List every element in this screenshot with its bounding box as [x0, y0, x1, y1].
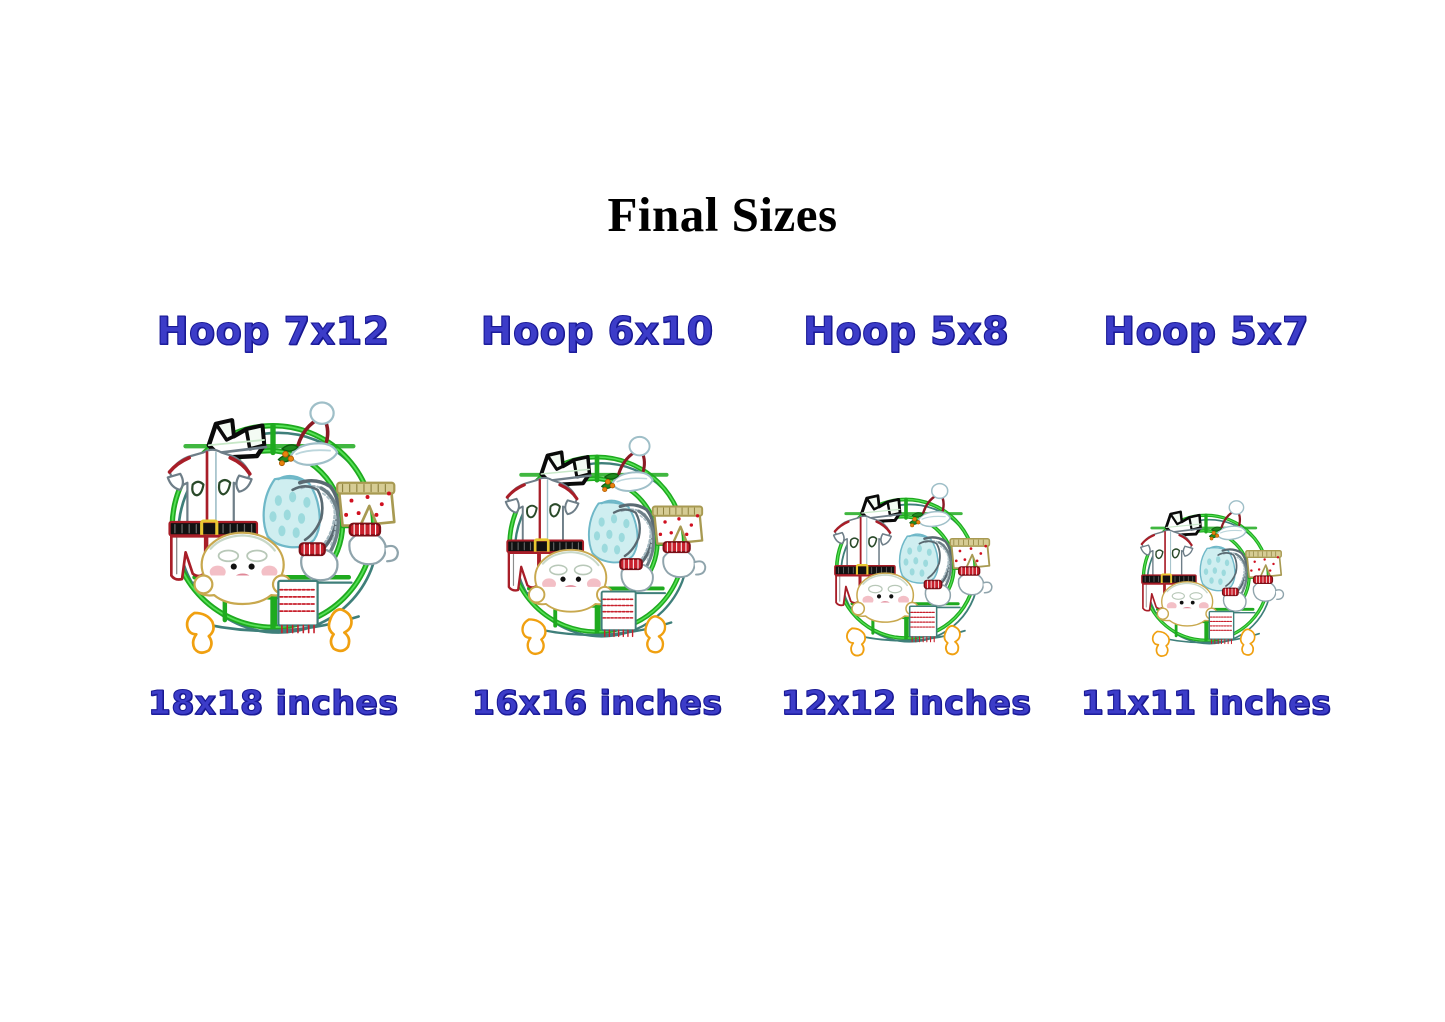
hoop-label-container-0: Hoop 7x12	[156, 300, 390, 362]
design-artwork-3	[1111, 362, 1301, 662]
wreath-design-svg-1	[481, 426, 713, 662]
inches-label-0: 18x18 inches	[147, 682, 399, 722]
size-variants-row: Hoop 7x12 18x18 inches Hoop 6x10 16x16 i…	[108, 300, 1358, 740]
wreath-design-svg-2	[831, 481, 994, 658]
hoop-label-0: Hoop 7x12	[156, 309, 390, 353]
hoop-label-container-2: Hoop 5x8	[803, 300, 1009, 362]
size-variant-2: Hoop 5x8 12x12 inches	[756, 300, 1056, 730]
design-artwork-0	[123, 362, 423, 662]
hoop-label-container-3: Hoop 5x7	[1103, 300, 1309, 362]
inches-label-1: 16x16 inches	[471, 682, 723, 722]
inches-label-container-1: 16x16 inches	[471, 674, 723, 730]
inches-label-2: 12x12 inches	[780, 682, 1032, 722]
inches-label-container-2: 12x12 inches	[780, 674, 1032, 730]
inches-label-container-0: 18x18 inches	[147, 674, 399, 730]
design-artwork-2	[799, 362, 1014, 662]
wreath-design-svg-3	[1139, 499, 1286, 658]
inches-label-container-3: 11x11 inches	[1080, 674, 1332, 730]
page-title: Final Sizes	[607, 187, 838, 242]
design-artwork-1	[467, 362, 727, 662]
wreath-design-svg-0	[139, 390, 407, 662]
size-variant-3: Hoop 5x7 11x11 inches	[1056, 300, 1356, 730]
hoop-label-1: Hoop 6x10	[480, 309, 714, 353]
size-variant-0: Hoop 7x12 18x18 inches	[108, 300, 438, 730]
size-variant-1: Hoop 6x10 16x16 inches	[438, 300, 756, 730]
inches-label-3: 11x11 inches	[1080, 682, 1332, 722]
hoop-label-container-1: Hoop 6x10	[480, 300, 714, 362]
hoop-label-3: Hoop 5x7	[1103, 309, 1309, 353]
hoop-label-2: Hoop 5x8	[803, 309, 1009, 353]
